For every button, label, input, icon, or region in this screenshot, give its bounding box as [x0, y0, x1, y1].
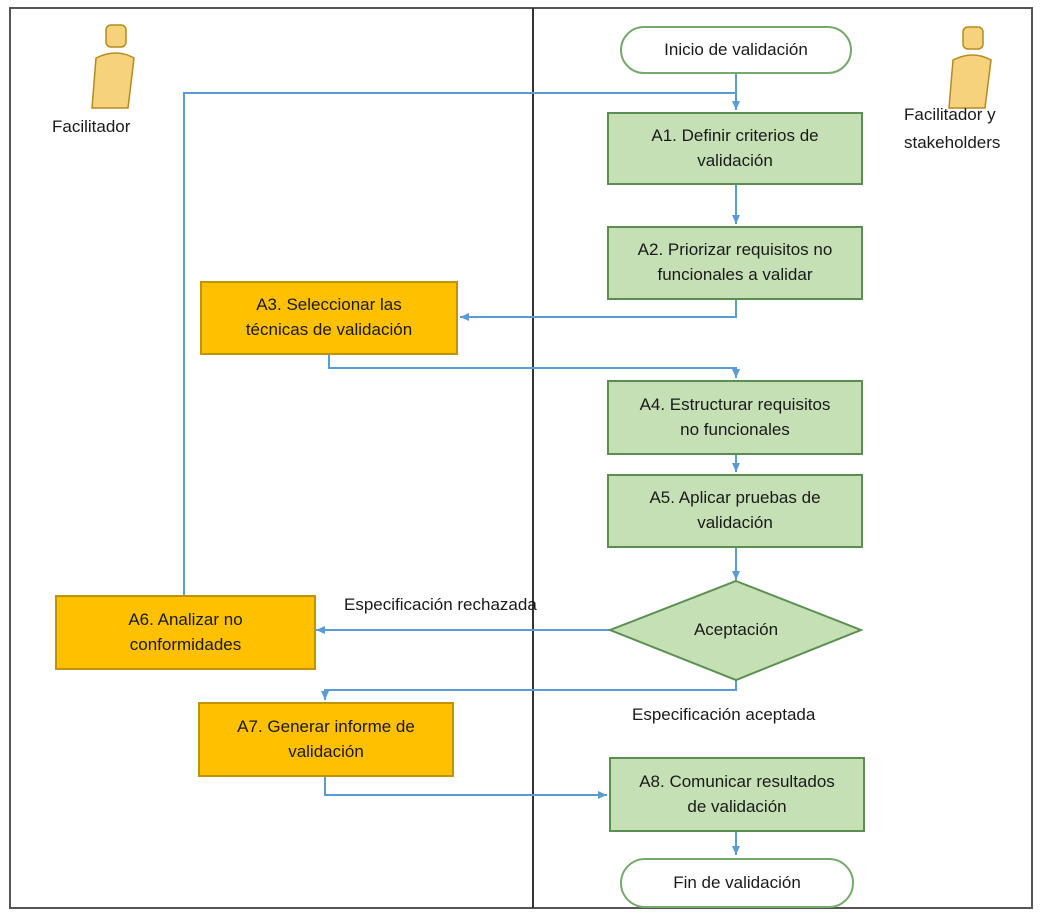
- arrow-a3-a4: [328, 355, 740, 378]
- start-node: Inicio de validación: [620, 26, 852, 74]
- decision-label: Aceptación: [693, 620, 779, 639]
- actor-icon-left: [91, 24, 135, 109]
- activity-a8: A8. Comunicar resultados de validación: [609, 757, 865, 832]
- decision-diamond: [607, 579, 864, 682]
- actor-label-right-line2: stakeholders: [904, 133, 1001, 152]
- arrow-a7-a8: [324, 777, 607, 799]
- actor-label-left: Facilitador: [52, 117, 131, 136]
- end-node: Fin de validación: [620, 858, 854, 908]
- activity-a3: A3. Seleccionar las técnicas de validaci…: [200, 281, 458, 355]
- activity-a6: A6. Analizar no conformidades: [55, 595, 316, 670]
- arrow-decision-a7: [321, 680, 737, 700]
- activity-a2: A2. Priorizar requisitos no funcionales …: [607, 226, 863, 300]
- actor-label-right-line1: Facilitador y: [904, 105, 996, 124]
- activity-a7: A7. Generar informe de validación: [198, 702, 454, 777]
- arrow-a6-loop: [183, 92, 736, 595]
- edge-label-rejected: Especificación rechazada: [344, 595, 537, 614]
- arrow-a2-a3: [460, 300, 737, 321]
- actor-icon-right: [948, 26, 992, 109]
- activity-a4: A4. Estructurar requisitos no funcionale…: [607, 380, 863, 455]
- activity-a1: A1. Definir criterios de validación: [607, 112, 863, 185]
- edge-label-accepted: Especificación aceptada: [632, 705, 816, 724]
- activity-a5: A5. Aplicar pruebas de validación: [607, 474, 863, 548]
- outer-frame: [9, 7, 1033, 909]
